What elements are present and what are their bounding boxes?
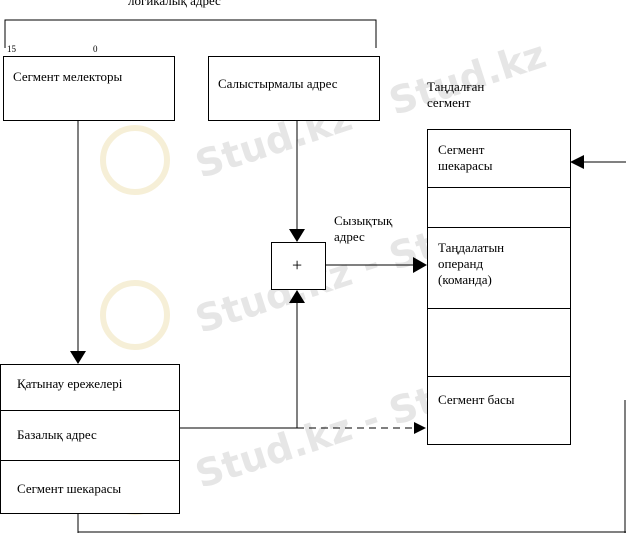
- bit-low-label: 0: [93, 44, 98, 54]
- descriptor-limit-row: Сегмент шекарасы: [1, 461, 179, 513]
- segment-cell-empty: [428, 188, 570, 228]
- logical-address-label: логикалық адрес: [128, 0, 221, 8]
- segment-descriptor-box: Қатынау ережелері Базалық адрес Сегмент …: [0, 364, 180, 514]
- segment-selector-label: Сегмент мелекторы: [13, 69, 123, 84]
- descriptor-base-address-row: Базалық адрес: [1, 411, 179, 461]
- operand-line3: (команда): [438, 272, 492, 287]
- operand-line1: Таңдалатын: [438, 240, 505, 255]
- linear-address-label-line1: Сызықтық: [334, 213, 393, 228]
- segment-cell-empty: [428, 309, 570, 377]
- segment-cell-operand: Таңдалатын операнд (команда): [428, 228, 570, 309]
- segment-limit-line2: шекарасы: [438, 158, 493, 173]
- adder-box: +: [271, 242, 326, 290]
- operand-line2: операнд: [438, 256, 484, 271]
- segment-limit-line1: Сегмент: [438, 142, 485, 157]
- selected-segment-label-line1: Таңдалған: [427, 79, 485, 94]
- selected-segment-label-line2: сегмент: [427, 95, 471, 110]
- linear-address-label-line2: адрес: [334, 229, 365, 244]
- watermark-logo: [100, 125, 170, 195]
- watermark-logo: [100, 280, 170, 350]
- descriptor-access-rules-row: Қатынау ережелері: [1, 365, 179, 411]
- bit-high-label: 15: [7, 44, 16, 54]
- access-rules-label: Қатынау ережелері: [17, 376, 123, 391]
- segment-cell-base: Сегмент басы: [428, 377, 570, 444]
- segment-memory-column: Сегмент шекарасы Таңдалатын операнд (ком…: [427, 129, 571, 445]
- segment-selector-box: Сегмент мелекторы: [3, 56, 175, 121]
- offset-box: Салыстырмалы адрес: [208, 56, 380, 121]
- adder-symbol: +: [292, 255, 303, 275]
- offset-label: Салыстырмалы адрес: [218, 76, 338, 91]
- segment-base-label: Сегмент басы: [438, 392, 515, 407]
- segment-cell-limit: Сегмент шекарасы: [428, 130, 570, 188]
- base-address-label: Базалық адрес: [17, 427, 97, 442]
- segment-limit-label: Сегмент шекарасы: [17, 481, 122, 496]
